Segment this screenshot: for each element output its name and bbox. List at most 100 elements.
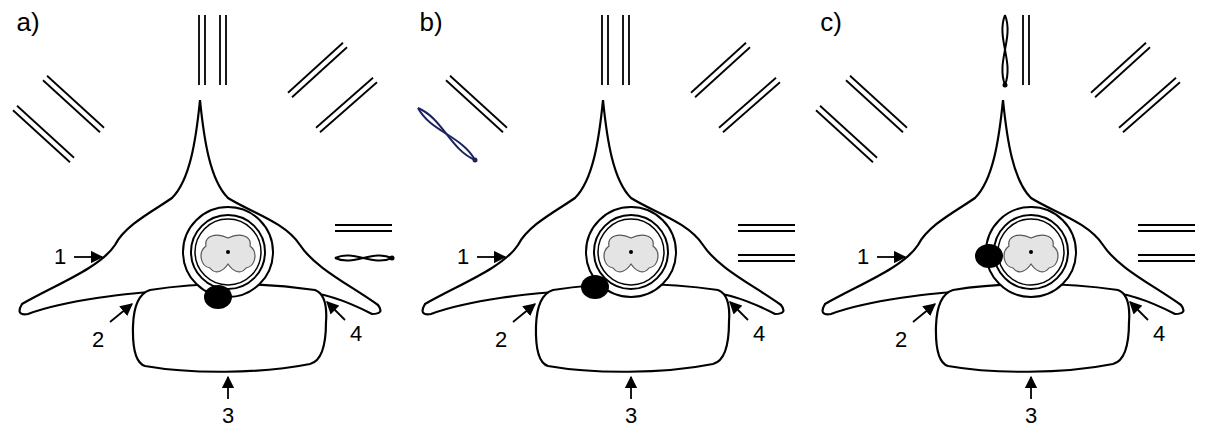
callout-number: 2 — [495, 329, 507, 351]
callout-number: 2 — [92, 329, 104, 351]
nerve-root — [628, 15, 630, 85]
pointer-arrow — [227, 377, 229, 399]
nerve-root — [446, 80, 503, 132]
pointer-arrow — [1030, 377, 1032, 399]
nerve-root — [335, 224, 392, 226]
dura — [994, 215, 1068, 289]
nerve-root — [17, 106, 74, 158]
vertebral-body — [133, 284, 326, 372]
nerve-root — [198, 15, 200, 85]
nerve-root — [738, 230, 795, 232]
nerve-root — [47, 76, 104, 128]
pointer-arrow — [630, 377, 632, 399]
nerve-root — [1119, 78, 1176, 128]
nerve-root — [738, 260, 795, 262]
nerve-root — [1138, 230, 1195, 232]
compressed-nerve-root — [1002, 15, 1007, 85]
panel-letter: a) — [16, 9, 39, 35]
central-canal — [629, 250, 633, 254]
disc-herniation — [975, 244, 1003, 268]
nerve-root — [335, 230, 392, 232]
dura-inner — [195, 219, 261, 285]
panel-letter: c) — [820, 9, 842, 35]
pointer-arrow — [110, 304, 132, 322]
vertebral-arch — [823, 100, 1184, 314]
compressed-nerve-root — [335, 255, 392, 260]
nerve-root — [816, 110, 873, 162]
pointer-arrow — [730, 302, 748, 320]
callout-number: 3 — [1025, 405, 1037, 427]
vertebra-panel — [13, 15, 395, 399]
callout-number: 1 — [857, 246, 869, 268]
dura — [191, 215, 265, 289]
callout-number: 4 — [350, 323, 362, 345]
disc-herniation — [204, 285, 232, 309]
pointer-arrow — [1130, 302, 1148, 320]
nerve-root — [1138, 260, 1195, 262]
compressed-nerve-root — [418, 108, 475, 160]
pointer-arrow — [477, 256, 505, 258]
nerve-root — [219, 15, 221, 85]
nerve-end — [390, 256, 395, 261]
spinal-cord — [1004, 235, 1058, 272]
spinal-canal — [183, 207, 273, 297]
nerve-root — [316, 78, 373, 128]
pointer-arrow — [74, 256, 102, 258]
nerve-root — [43, 80, 100, 132]
dura — [594, 215, 668, 289]
compressed-nerve-root — [335, 255, 392, 260]
disc-herniation — [581, 275, 609, 299]
nerve-root — [820, 106, 877, 158]
nerve-root — [1022, 15, 1024, 85]
callout-number: 4 — [753, 323, 765, 345]
nerve-root — [846, 80, 903, 132]
dura-inner — [998, 219, 1064, 285]
vertebra-panel — [816, 15, 1195, 399]
nerve-root — [450, 76, 507, 128]
nerve-root — [723, 82, 780, 132]
nerve-root — [607, 15, 609, 85]
nerve-root — [695, 47, 750, 97]
nerve-root — [1095, 47, 1150, 97]
nerve-root — [1028, 15, 1030, 85]
vertebral-arch — [423, 100, 784, 314]
nerve-end — [473, 158, 478, 163]
vertebral-arch — [20, 100, 381, 314]
nerve-root — [691, 43, 746, 93]
callout-number: 3 — [222, 405, 234, 427]
nerve-root — [292, 47, 347, 97]
nerve-root — [288, 43, 343, 93]
nerve-root — [850, 76, 907, 128]
pointer-arrow — [913, 304, 935, 322]
callout-number: 3 — [625, 405, 637, 427]
callout-number: 2 — [895, 329, 907, 351]
pointer-arrow — [327, 302, 345, 320]
nerve-root — [738, 254, 795, 256]
pointer-arrow — [877, 256, 905, 258]
panel-letter: b) — [419, 9, 442, 35]
nerve-root — [320, 82, 377, 132]
central-canal — [226, 250, 230, 254]
nerve-root — [1138, 224, 1195, 226]
compressed-nerve-root — [418, 108, 475, 160]
callout-number: 4 — [1153, 323, 1165, 345]
nerve-root — [622, 15, 624, 85]
callout-number: 1 — [54, 246, 66, 268]
nerve-root — [738, 224, 795, 226]
nerve-root — [1091, 43, 1146, 93]
nerve-root — [1123, 82, 1180, 132]
dura-inner — [598, 219, 664, 285]
nerve-root — [204, 15, 206, 85]
nerve-root — [13, 110, 70, 162]
spinal-cord — [201, 235, 255, 272]
nerve-root — [225, 15, 227, 85]
spinal-cord — [604, 235, 658, 272]
nerve-root — [1138, 254, 1195, 256]
nerve-root — [601, 15, 603, 85]
callout-number: 1 — [457, 246, 469, 268]
nerve-end — [1003, 83, 1008, 88]
nerve-root — [719, 78, 776, 128]
central-canal — [1029, 250, 1033, 254]
compressed-nerve-root — [1002, 15, 1007, 85]
